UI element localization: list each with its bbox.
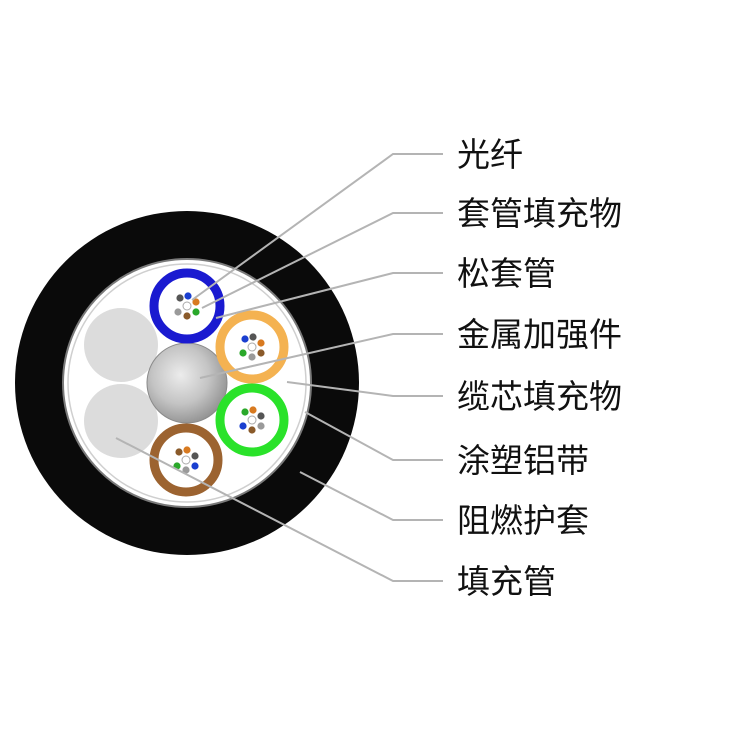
leader-line-cable-filling [286,381,443,397]
leader-line-strength-member [199,333,443,379]
leader-line-loose-tube [215,272,443,319]
label-coated-aluminum-tape: 涂塑铝带 [457,441,589,480]
leader-line-tube-filling [201,212,443,309]
loose-tube-green [215,383,289,457]
leader-line-optical-fiber [191,153,443,301]
filler-rod-top [84,308,158,382]
label-optical-fiber: 光纤 [457,135,523,174]
leader-line-flame-retardant-sheath [299,471,443,521]
label-flame-retardant-sheath: 阻燃护套 [457,501,589,540]
label-filler-rod: 填充管 [457,562,556,601]
loose-tube-orange [215,310,289,384]
fiber-bundle [239,333,265,361]
label-cable-filling: 缆芯填充物 [457,377,622,416]
coated-aluminum-tape-inner-edge [67,263,307,503]
loose-tube-brown [149,423,223,497]
fiber-bundle [174,292,200,320]
label-strength-member: 金属加强件 [457,315,622,354]
loose-tube-blue [149,268,225,344]
label-loose-tube: 松套管 [457,254,556,293]
filler-rod-bottom [84,384,158,458]
leader-line-coated-aluminum-tape [304,411,443,461]
metal-strength-member [146,342,228,424]
fiber-bundle [239,406,265,434]
label-tube-filling: 套管填充物 [457,194,622,233]
fiber-bundle [173,446,199,474]
leader-line-filler-rod [115,437,443,582]
